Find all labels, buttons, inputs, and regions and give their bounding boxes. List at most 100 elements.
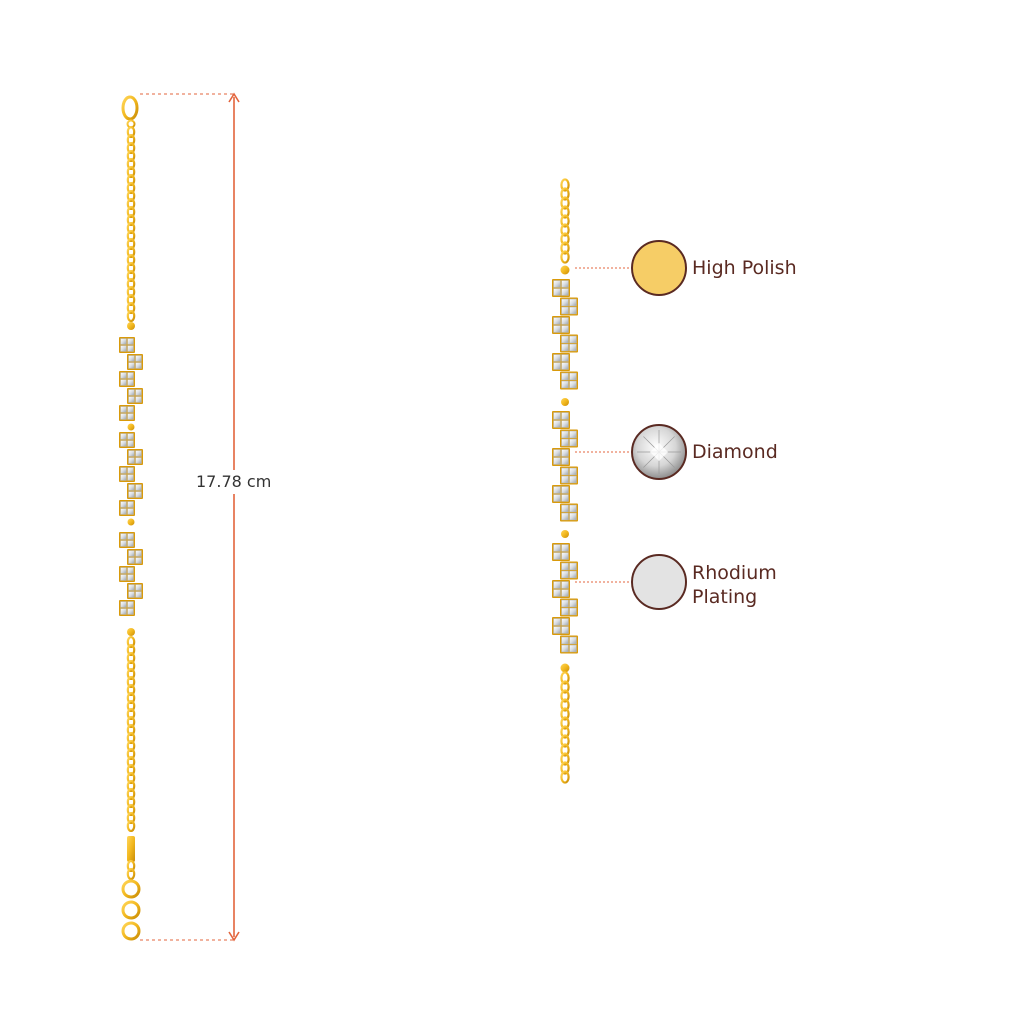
chain-link: [126, 859, 136, 873]
chain-link: [560, 770, 570, 784]
diamond-stone: [135, 550, 142, 557]
diamond-stone: [120, 601, 127, 608]
diamond-stone: [135, 557, 142, 564]
diamond-stone: [561, 626, 569, 634]
chain-link: [126, 651, 136, 665]
chain-link: [560, 752, 570, 766]
diamond-stone: [561, 449, 569, 457]
chain-link: [560, 725, 570, 739]
diamond-stone: [569, 562, 577, 571]
chain-link: [126, 819, 136, 833]
diamond-stone: [561, 298, 569, 307]
diamond-stone: [127, 372, 134, 379]
diamond-stone: [135, 457, 142, 464]
chain-link: [126, 779, 136, 793]
diamond-stone: [120, 608, 127, 615]
length-label: 17.78 cm: [196, 470, 280, 494]
diamond-stone: [120, 508, 127, 515]
diamond-stone: [569, 298, 577, 307]
diamond-stone: [128, 591, 135, 598]
chain-link: [126, 125, 136, 139]
chain-link: [126, 803, 136, 817]
chain-link: [560, 187, 570, 201]
chain-link: [560, 232, 570, 246]
diamond-stone: [127, 601, 134, 608]
material-callouts: [575, 240, 687, 610]
chain-link: [560, 716, 570, 730]
chain-link: [126, 197, 136, 211]
diamond-stone: [135, 396, 142, 403]
rhodium-plating-swatch-icon: [631, 554, 687, 610]
chain-link: [126, 269, 136, 283]
diamond-stone: [120, 379, 127, 386]
chain-link: [126, 261, 136, 275]
chain-link: [126, 739, 136, 753]
diamond-stone: [561, 607, 569, 616]
diamond-stone: [561, 438, 569, 447]
diamond-stone: [120, 345, 127, 352]
chain-link: [560, 734, 570, 748]
chain-link: [126, 811, 136, 825]
diamond-stone: [561, 335, 569, 344]
diamond-stone: [127, 567, 134, 574]
diamond-stone: [127, 574, 134, 581]
diamond-stone: [569, 512, 577, 521]
chain-link: [126, 763, 136, 777]
chain-link: [126, 293, 136, 307]
diamond-stone: [569, 372, 577, 381]
diamond-stone: [127, 608, 134, 615]
diamond-stone: [561, 512, 569, 521]
diamond-stone: [561, 581, 569, 589]
diamond-stone: [553, 449, 561, 457]
length-dimension-indicator: [140, 92, 240, 942]
diamond-stone: [553, 544, 561, 552]
chain-link: [126, 277, 136, 291]
rhodium-plating-label-line-1: Rhodium: [692, 562, 777, 584]
diamond-stone: [128, 450, 135, 457]
diamond-stone: [569, 467, 577, 476]
diamond-stone: [127, 338, 134, 345]
diamond-stone: [553, 412, 561, 420]
diamond-stone: [120, 574, 127, 581]
diamond-stone: [553, 486, 561, 494]
diamond-stone: [561, 372, 569, 381]
chain-link: [560, 241, 570, 255]
diamond-stone: [569, 644, 577, 653]
gold-bead: [127, 518, 135, 526]
chain-link: [126, 181, 136, 195]
diamond-stone: [561, 412, 569, 420]
chain-link: [560, 743, 570, 757]
diamond-stone: [569, 430, 577, 439]
diamond-stone: [553, 618, 561, 626]
chain-link: [126, 699, 136, 713]
diamond-stone: [128, 557, 135, 564]
chain-link: [126, 795, 136, 809]
diamond-stone: [120, 533, 127, 540]
diamond-stone: [120, 501, 127, 508]
chain-link: [560, 250, 570, 264]
chain-link: [560, 196, 570, 210]
chain-link: [126, 253, 136, 267]
diamond-stone: [127, 540, 134, 547]
chain-link: [126, 755, 136, 769]
diamond-stone: [561, 599, 569, 608]
diamond-stone: [561, 325, 569, 333]
chain-link: [126, 157, 136, 171]
diamond-label: Diamond: [692, 441, 778, 463]
chain-link: [126, 141, 136, 155]
diamond-stone: [120, 467, 127, 474]
diamond-stone: [569, 636, 577, 645]
chain-link: [126, 635, 136, 649]
chain-link: [126, 173, 136, 187]
diamond-stone: [553, 288, 561, 296]
diamond-stone: [128, 457, 135, 464]
diamond-stone: [561, 430, 569, 439]
chain-link: [560, 698, 570, 712]
chain-link: [126, 237, 136, 251]
chain-link: [126, 731, 136, 745]
diamond-stone: [553, 589, 561, 597]
extension-ring: [121, 921, 141, 941]
diamond-stone: [561, 420, 569, 428]
diamond-stone: [561, 636, 569, 645]
diamond-stone: [120, 413, 127, 420]
